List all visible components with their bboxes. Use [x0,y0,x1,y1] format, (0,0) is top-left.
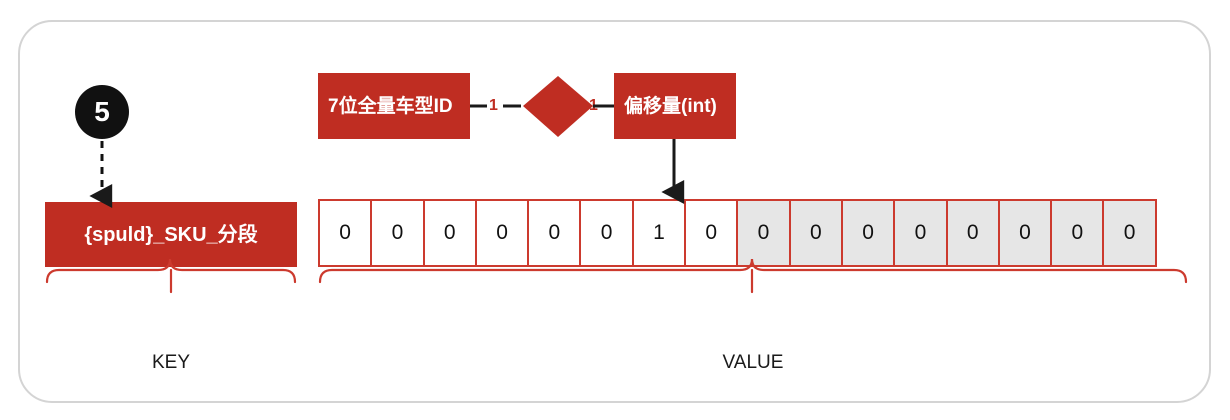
bit-cell: 0 [945,199,1000,267]
cardinality-left: 1 [489,97,498,114]
key-box-label: {spuld}_SKU_分段 [84,223,258,246]
entity-box-model-id: 7位全量车型ID [318,73,470,139]
bit-cell: 0 [788,199,843,267]
bit-cell: 0 [684,199,739,267]
bit-cell: 0 [474,199,530,267]
cardinality-right: 1 [589,97,598,114]
bit-cell: 0 [370,199,425,267]
bit-cell: 0 [1102,199,1157,267]
bit-cell: 0 [422,199,477,267]
bit-cell: 0 [318,199,373,267]
bit-cell: 0 [1050,199,1105,267]
bit-cell: 0 [527,199,582,267]
bit-cell: 1 [631,199,687,267]
entity-box-offset: 偏移量(int) [614,73,736,139]
entity-label-offset: 偏移量(int) [624,95,717,117]
bit-cell: 0 [840,199,896,267]
bit-cell: 0 [579,199,634,267]
bit-cell: 0 [736,199,791,267]
section-label-value: VALUE [722,352,784,373]
step-badge-number: 5 [94,96,110,127]
key-box: {spuld}_SKU_分段 [45,202,297,267]
bit-cell: 0 [997,199,1053,267]
step-badge-5: 5 [75,85,129,139]
section-label-key: KEY [151,352,191,373]
entity-label-model-id: 7位全量车型ID [328,95,453,117]
outer-frame [18,20,1211,403]
bit-cell: 0 [893,199,948,267]
